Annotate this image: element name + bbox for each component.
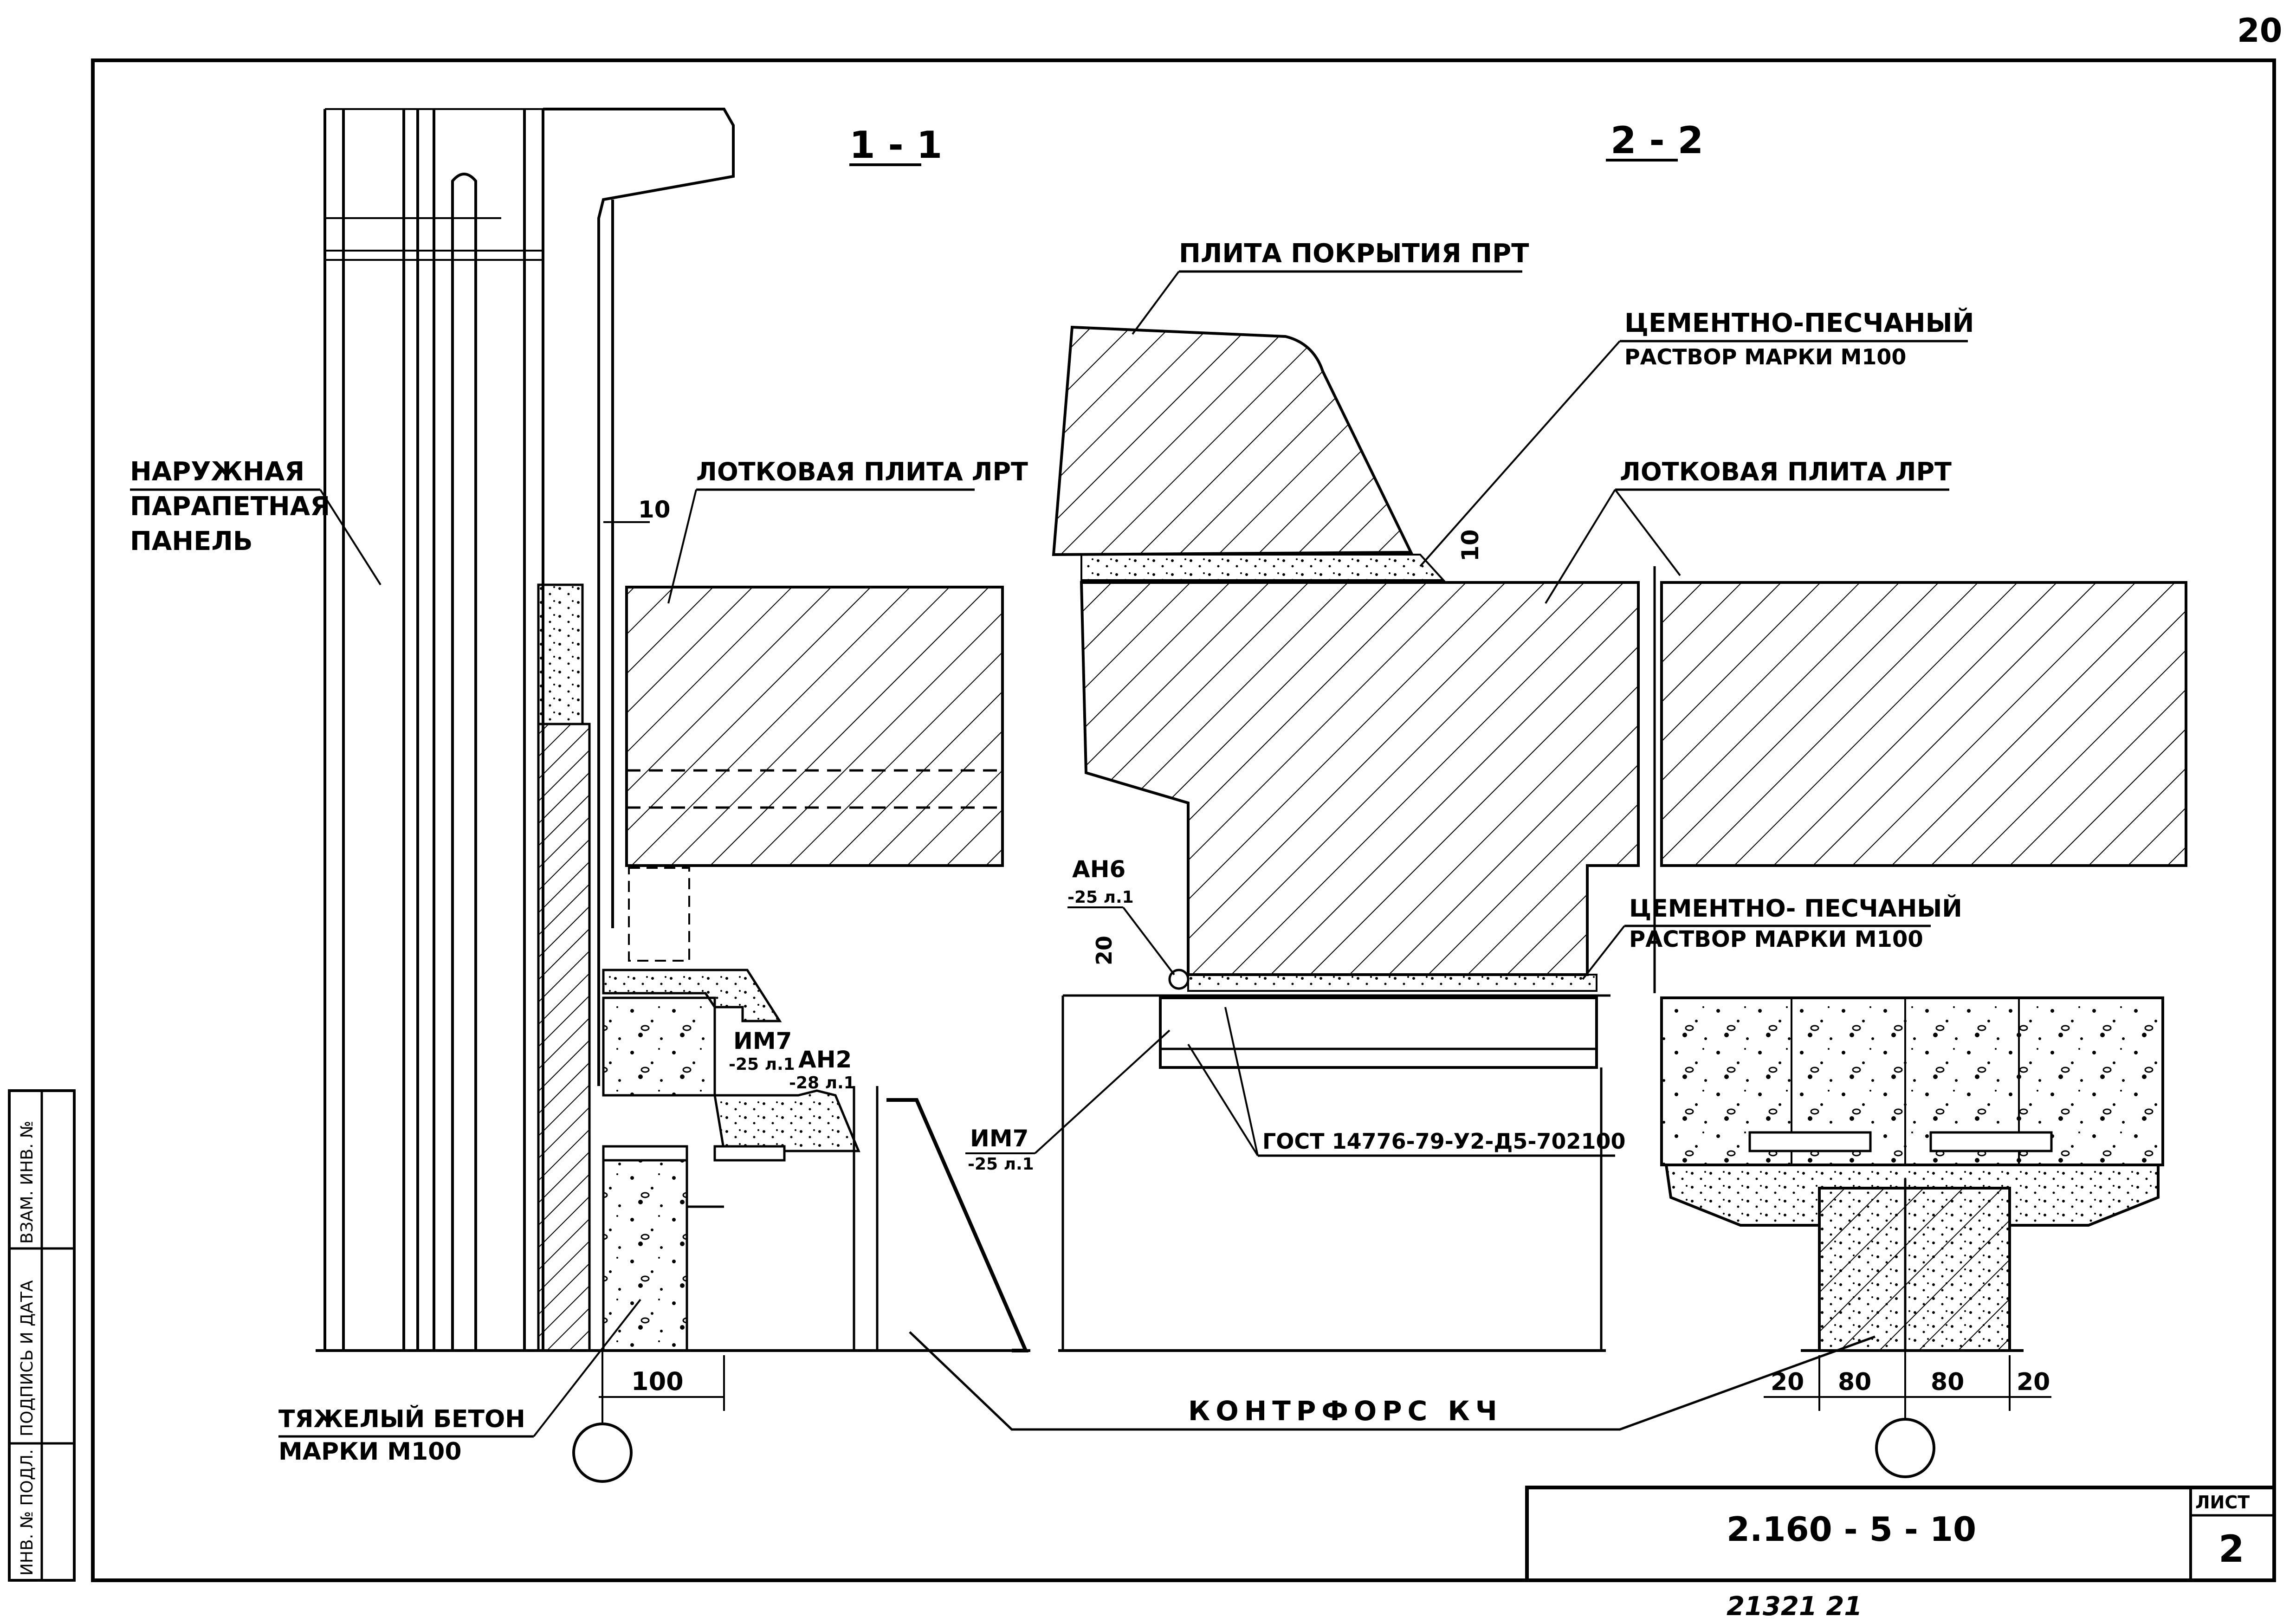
svg-text:ПАНЕЛЬ: ПАНЕЛЬ (130, 526, 253, 556)
mortar-layer-bottom (1187, 974, 1597, 992)
label-tray-slab-2: ЛОТКОВАЯ ПЛИТА ЛРТ (1545, 457, 1952, 604)
roof-slab (1052, 325, 1413, 556)
axis-marker-2 (1875, 1418, 1935, 1478)
tray-slab-2 (1080, 581, 1640, 976)
sheet-frame (91, 58, 2276, 1582)
svg-text:НАРУЖНАЯ: НАРУЖНАЯ (130, 457, 304, 487)
svg-text:ЦЕМЕНТНО- ПЕСЧАНЫЙ: ЦЕМЕНТНО- ПЕСЧАНЫЙ (1629, 894, 1962, 923)
anchor-an6 (1168, 969, 1190, 990)
section-1-title: 1 - 1 (849, 123, 942, 167)
label-mortar-top: ЦЕМЕНТНО-ПЕСЧАНЫЙ РАСТВОР МАРКИ М100 (1419, 308, 1974, 567)
dim-100: 100 (631, 1367, 684, 1396)
tray-slab-3 (1660, 581, 2187, 867)
svg-text:МАРКИ М100: МАРКИ М100 (278, 1438, 462, 1466)
dim-20-vertical: 20 (1092, 936, 1117, 965)
heavy-concrete-block (602, 1159, 688, 1352)
part-an2-sub: -28 л.1 (789, 1073, 855, 1093)
axis-marker-1 (572, 1423, 633, 1483)
section-1-1: 1 - 1 (130, 108, 1030, 1483)
svg-text:ИМ7: ИМ7 (970, 1125, 1028, 1152)
part-an2: АН2 (798, 1046, 852, 1073)
svg-text:ЛОТКОВАЯ ПЛИТА ЛРТ: ЛОТКОВАЯ ПЛИТА ЛРТ (696, 457, 1028, 486)
list-number: 2 (2218, 1527, 2244, 1571)
part-an6: АН6 (1072, 856, 1125, 883)
mortar-top-strip (537, 583, 584, 725)
label-heavy-concrete: ТЯЖЕЛЫЙ БЕТОН МАРКИ М100 (278, 1299, 641, 1466)
tray-slab-1 (625, 586, 1004, 867)
dim-80-left: 80 (1838, 1368, 1871, 1396)
svg-text:ПЛИТА ПОКРЫТИЯ ПРТ: ПЛИТА ПОКРЫТИЯ ПРТ (1179, 239, 1529, 269)
svg-text:ЦЕМЕНТНО-ПЕСЧАНЫЙ: ЦЕМЕНТНО-ПЕСЧАНЫЙ (1624, 308, 1974, 338)
panel-section-hatch (537, 723, 591, 1352)
column-block (1660, 996, 2164, 1166)
svg-text:ГОСТ 14776-79-У2-Д5-702100: ГОСТ 14776-79-У2-Д5-702100 (1262, 1129, 1625, 1154)
label-roof-slab: ПЛИТА ПОКРЫТИЯ ПРТ (1132, 239, 1529, 335)
label-gost: ГОСТ 14776-79-У2-Д5-702100 (1187, 1007, 1625, 1157)
page-number: 20 (2237, 12, 2282, 50)
label-tray-slab-1: ЛОТКОВАЯ ПЛИТА ЛРТ (667, 457, 1028, 604)
dim-80-right: 80 (1931, 1368, 1964, 1396)
side-stamp: ИНВ. № ПОДЛ. ПОДПИСЬ И ДАТА ВЗАМ. ИНВ. № (8, 1089, 76, 1582)
list-label: ЛИСТ (2195, 1492, 2250, 1513)
support-bracket (602, 969, 782, 1022)
label-parapet-panel: НАРУЖНАЯ ПАРАПЕТНАЯ ПАНЕЛЬ (130, 457, 382, 586)
label-im7-2: ИМ7 -25 л.1 (965, 1029, 1171, 1174)
dim-20-right: 20 (2017, 1368, 2050, 1396)
dim-10-section2: 10 (1457, 529, 1484, 562)
svg-text:РАСТВОР МАРКИ М100: РАСТВОР МАРКИ М100 (1629, 926, 1923, 952)
mortar-layer-top (1080, 554, 1446, 581)
label-buttress: КОНТРФОРС КЧ (909, 1331, 1876, 1431)
section-2-title: 2 - 2 (1610, 119, 1703, 162)
embedded-plate (1159, 996, 1598, 1069)
svg-text:ЛОТКОВАЯ ПЛИТА ЛРТ: ЛОТКОВАЯ ПЛИТА ЛРТ (1620, 457, 1952, 486)
svg-text:-25 л.1: -25 л.1 (968, 1155, 1034, 1174)
archive-number: 21321 21 (1727, 1591, 1862, 1622)
svg-text:ТЯЖЕЛЫЙ БЕТОН: ТЯЖЕЛЫЙ БЕТОН (278, 1405, 525, 1433)
svg-text:РАСТВОР МАРКИ М100: РАСТВОР МАРКИ М100 (1624, 344, 1906, 369)
part-im7-1-sub: -25 л.1 (729, 1055, 795, 1074)
part-im7-1: ИМ7 (733, 1028, 792, 1054)
part-an6-sub: -25 л.1 (1067, 888, 1134, 907)
label-mortar-bottom: ЦЕМЕНТНО- ПЕСЧАНЫЙ РАСТВОР МАРКИ М100 (1582, 894, 1962, 980)
section-2-2: 2 - 2 (909, 119, 2187, 1478)
stamp-inv-no: ИНВ. № ПОДЛ. (18, 1449, 37, 1576)
stamp-signature-date: ПОДПИСЬ И ДАТА (18, 1280, 37, 1436)
title-block: 2.160 - 5 - 10 ЛИСТ 2 (1525, 1486, 2276, 1582)
svg-text:КОНТРФОРС КЧ: КОНТРФОРС КЧ (1188, 1395, 1503, 1427)
svg-text:ПАРАПЕТНАЯ: ПАРАПЕТНАЯ (130, 491, 330, 522)
dim-10-section1: 10 (638, 496, 671, 523)
stamp-replaced-inv: ВЗАМ. ИНВ. № (18, 1121, 37, 1244)
buttress-stem (1818, 1187, 2011, 1352)
doc-code: 2.160 - 5 - 10 (1727, 1510, 1976, 1549)
